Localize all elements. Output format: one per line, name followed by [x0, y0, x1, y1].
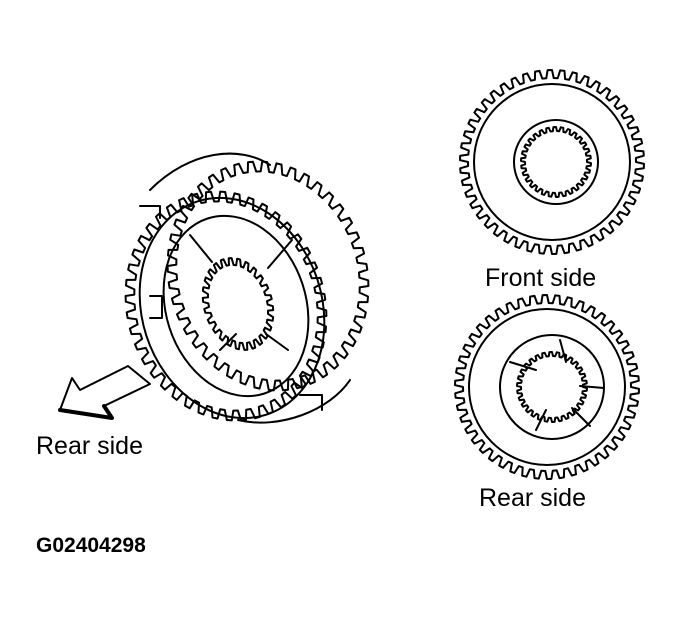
- rear-gear-spokes: [509, 339, 605, 431]
- rear-gear-teeth: [454, 294, 640, 480]
- front-gear-rim: [473, 83, 631, 241]
- front-gear-inner-rim: [513, 119, 599, 205]
- front-gear-hub-splines: [520, 126, 592, 198]
- gear-spokes: [189, 234, 293, 351]
- gear-slots: [139, 205, 323, 411]
- isometric-gear: [124, 152, 370, 424]
- rear-gear-rim: [468, 308, 626, 466]
- gear-back-teeth: [166, 160, 370, 392]
- front-side-gear: [459, 69, 645, 255]
- gear-front-rim: [138, 196, 326, 420]
- gear-cylinder-top: [149, 152, 271, 191]
- gear-cylinder-bottom: [237, 379, 351, 424]
- rear-gear-hub-splines: [516, 351, 588, 423]
- rear-direction-arrow-icon: [58, 365, 151, 420]
- gear-hub-splines: [201, 257, 275, 351]
- isometric-rear-side-label: Rear side: [36, 432, 143, 460]
- rear-side-label: Rear side: [479, 484, 586, 512]
- figure-id-label: G02404298: [36, 534, 146, 557]
- front-gear-teeth: [459, 69, 645, 255]
- rear-side-gear: [454, 294, 640, 480]
- gear-front-inner-rim: [162, 214, 310, 398]
- front-side-label: Front side: [485, 264, 597, 292]
